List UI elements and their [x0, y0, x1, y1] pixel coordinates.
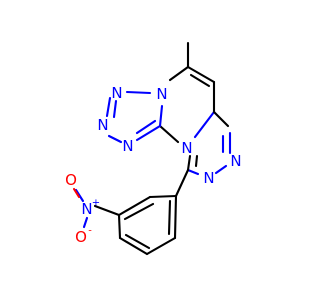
bond-ph-inner-c: [167, 199, 172, 236]
bond-n3-c3a: [135, 124, 162, 142]
charge-nitro-plus: +: [92, 198, 100, 209]
atom-n-bridge-lower: N: [181, 139, 192, 157]
bond-n4-c3a: [158, 104, 164, 128]
bond-ph-inner-b: [124, 233, 151, 250]
atom-o-nitro-upper: O: [65, 171, 77, 189]
bond-n3-c3a-inner: [135, 119, 157, 135]
bond-n2-n3: [107, 134, 123, 144]
bond-c5-n4: [168, 65, 190, 82]
atom-n-tetrazole-left: N: [97, 116, 108, 134]
bonds: [72, 41, 232, 256]
bond-n1-n2-double-inner: [112, 99, 118, 119]
bond-nitro-o-lower: [82, 216, 89, 229]
atom-n-tetrazole-top: N: [111, 84, 122, 102]
bond-n10-n11: [214, 164, 228, 175]
bond-ph-3-4: [117, 213, 122, 240]
atom-n-tetrazole-bottom: N: [122, 137, 133, 155]
bond-n11-c12: [186, 168, 200, 176]
bond-c7-c8: [212, 110, 230, 128]
bond-ph-nitro: [93, 204, 121, 217]
bond-c3a-n9: [158, 124, 180, 144]
bond-ph-5-6: [145, 236, 177, 256]
bond-c12-phenyl: [174, 168, 190, 198]
bond-c5-c6-double: [186, 65, 216, 84]
bond-n9-c7: [193, 110, 216, 139]
bond-c12-n9: [186, 154, 192, 172]
charge-nitro-minus: -: [88, 226, 92, 237]
bond-ph-2-3: [117, 195, 152, 217]
atom-labels: N N N N N N N N + O O -: [65, 84, 242, 246]
bond-ph-6-1: [173, 194, 178, 240]
bond-c12-n9-inner: [194, 154, 199, 168]
bond-nitro-o-upper-inner: [72, 187, 81, 199]
atom-o-nitro-lower: O: [75, 228, 87, 246]
bond-ph-inner-a: [123, 202, 155, 221]
bond-ph-4-5: [118, 236, 149, 256]
bond-ph-1-2: [148, 194, 178, 199]
molecule-structure: N N N N N N N N + O O -: [65, 41, 242, 256]
atom-n-nitro: N: [81, 200, 92, 218]
bond-n1-n2-double: [105, 96, 112, 118]
atom-n-triazole-bottom: N: [203, 169, 214, 187]
atom-n-triazole-right: N: [230, 152, 241, 170]
atom-n-tetrazole-bridge: N: [156, 85, 167, 103]
bond-c5-c6-double-inner: [189, 73, 211, 88]
bond-n4-n1: [125, 90, 152, 95]
bond-nitro-o-upper: [74, 188, 85, 203]
